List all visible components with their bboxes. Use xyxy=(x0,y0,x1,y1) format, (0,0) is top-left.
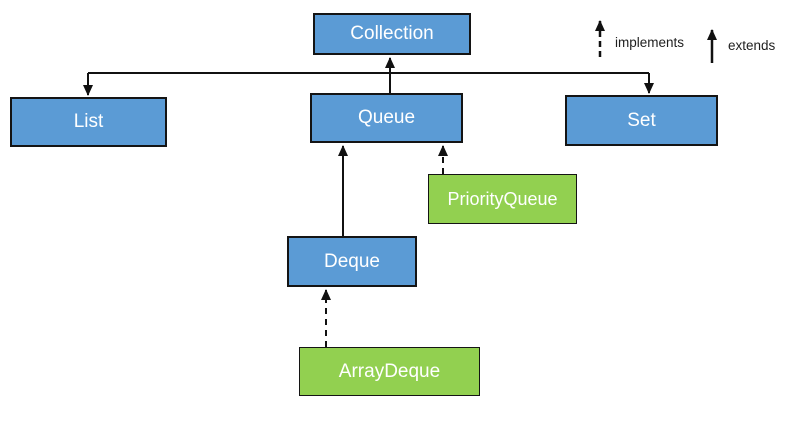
node-priorityqueue: PriorityQueue xyxy=(428,174,577,224)
legend-implements-label: implements xyxy=(615,35,685,50)
node-set: Set xyxy=(565,95,718,146)
legend-extends-label: extends xyxy=(728,38,776,53)
extends-arrow-icon xyxy=(707,29,717,63)
node-queue: Queue xyxy=(310,93,463,143)
node-arraydeque: ArrayDeque xyxy=(299,347,480,396)
implements-arrow-icon xyxy=(595,20,605,57)
node-deque: Deque xyxy=(287,236,417,287)
node-list: List xyxy=(10,97,167,147)
node-collection: Collection xyxy=(313,13,471,55)
